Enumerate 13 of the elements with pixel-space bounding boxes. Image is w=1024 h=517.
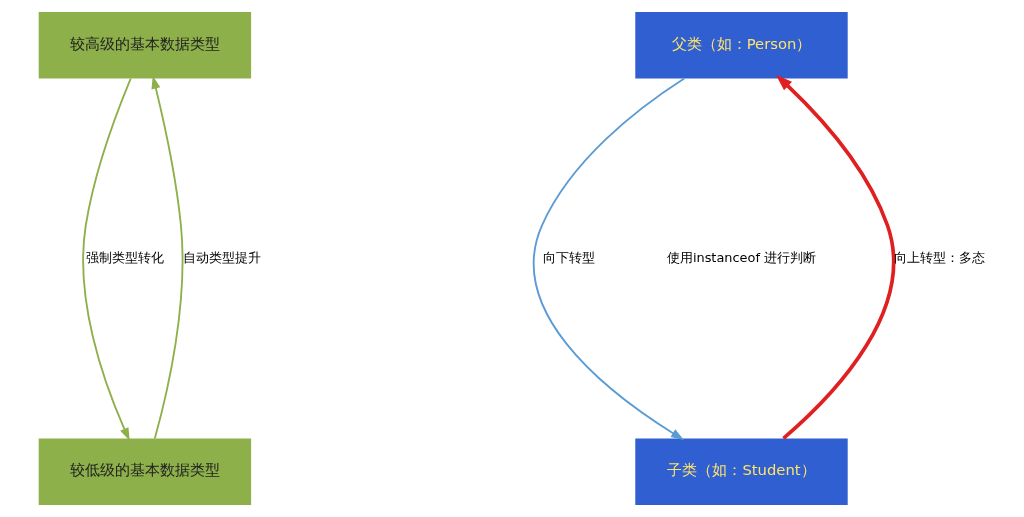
edge-label: 向上转型：多态 [893, 249, 985, 265]
node-box: 较低级的基本数据类型 [38, 438, 252, 506]
arrow [151, 75, 184, 440]
arrow [532, 77, 686, 440]
node-box: 较高级的基本数据类型 [38, 11, 252, 79]
arrow [775, 74, 896, 440]
edge-label: 向下转型 [542, 249, 595, 265]
edge-label: 强制类型转化 [86, 249, 165, 265]
node-box: 子类（如：Student） [635, 438, 848, 506]
label: 使用instanceof 进行判断 [666, 249, 817, 265]
arrow [82, 77, 132, 441]
node-box: 父类（如：Person） [635, 11, 848, 79]
edge-label: 自动类型提升 [183, 249, 262, 265]
